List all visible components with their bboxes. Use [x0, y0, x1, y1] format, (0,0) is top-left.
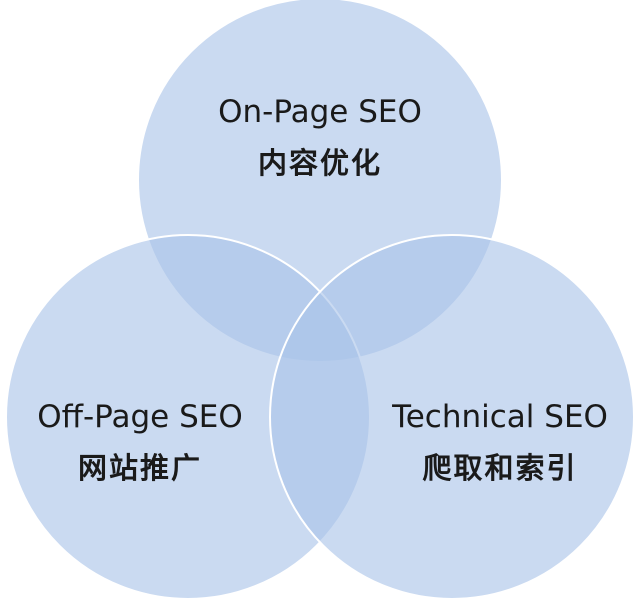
off-page-seo-title: Off-Page SEO — [37, 399, 243, 435]
technical-seo-subtitle: 爬取和索引 — [422, 451, 577, 485]
off-page-seo-subtitle: 网站推广 — [78, 451, 202, 485]
on-page-seo-subtitle: 内容优化 — [258, 146, 382, 180]
on-page-seo-title: On-Page SEO — [218, 94, 422, 130]
technical-seo-title: Technical SEO — [391, 399, 608, 435]
technical-seo-circle — [269, 234, 635, 600]
